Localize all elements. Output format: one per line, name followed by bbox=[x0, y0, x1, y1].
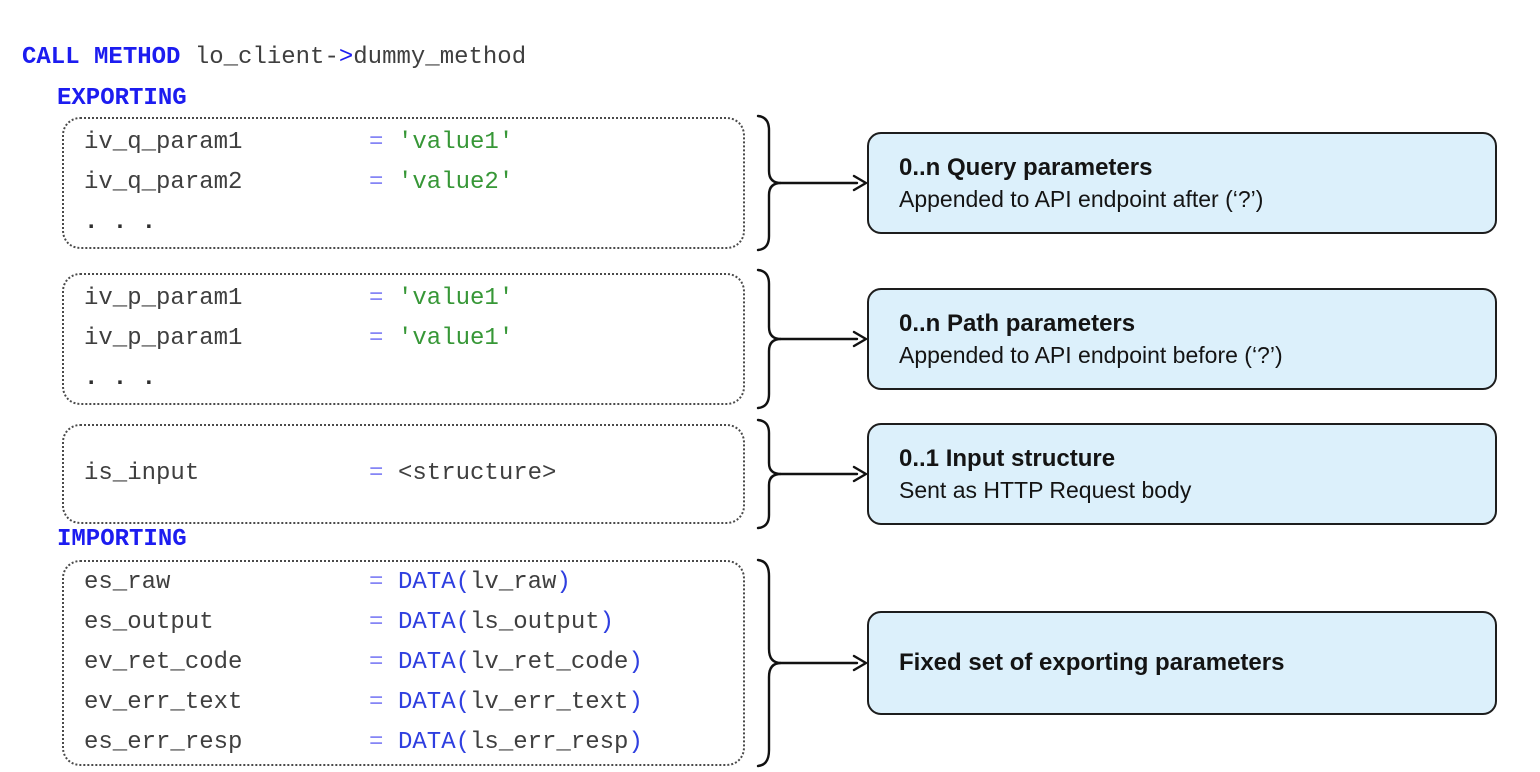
arrow-icon bbox=[852, 465, 867, 483]
input-structure-row: is_input = <structure> 0..1 Input structur… bbox=[62, 416, 1497, 532]
code-line: iv_p_param1 = 'value1' bbox=[84, 319, 743, 359]
importing-label: IMPORTING bbox=[57, 526, 187, 553]
ellipsis-line: . . . bbox=[84, 365, 157, 392]
importing-parameters-code-box: es_raw=DATA(lv_raw) es_output=DATA(ls_ou… bbox=[62, 560, 745, 766]
equals-operator: = bbox=[369, 325, 384, 352]
inline-variable: ls_output bbox=[470, 609, 600, 636]
brace-arrow-connector bbox=[756, 114, 867, 252]
param-value: <structure> bbox=[398, 460, 557, 487]
code-line: es_raw = DATA(lv_raw) bbox=[84, 563, 743, 603]
param-name: ev_err_text bbox=[84, 689, 243, 716]
data-keyword: DATA( bbox=[398, 729, 471, 756]
input-structure-callout: 0..1 Input structure Sent as HTTP Reques… bbox=[867, 423, 1497, 525]
code-line: iv_q_param1 = 'value1' bbox=[84, 123, 743, 163]
code-line: iv_p_param1 = 'value1' bbox=[84, 279, 743, 319]
code-line: es_output = DATA(ls_output) bbox=[84, 603, 743, 643]
close-paren: ) bbox=[599, 609, 615, 636]
param-name: iv_p_param1 bbox=[84, 285, 243, 312]
equals-operator: = bbox=[369, 569, 384, 596]
close-paren: ) bbox=[628, 649, 643, 676]
importing-parameters-row: es_raw=DATA(lv_raw) es_output=DATA(ls_ou… bbox=[62, 556, 1497, 770]
brace-arrow-connector bbox=[756, 418, 867, 530]
equals-operator: = bbox=[369, 460, 384, 487]
equals-operator: = bbox=[369, 285, 384, 312]
call-method-name: dummy_method bbox=[353, 44, 527, 71]
callout-title: 0..1 Input structure bbox=[899, 444, 1116, 472]
brace-icon bbox=[756, 558, 782, 768]
arrow-icon bbox=[852, 330, 867, 348]
pointer-operator: > bbox=[338, 44, 354, 71]
equals-operator: = bbox=[369, 729, 384, 756]
equals-operator: = bbox=[369, 609, 384, 636]
code-line: ev_ret_code = DATA(lv_ret_code) bbox=[84, 643, 743, 683]
callout-subtitle: Appended to API endpoint after (‘?’) bbox=[899, 185, 1264, 212]
path-parameters-code-box: iv_p_param1 = 'value1' iv_p_param1 = 'value1… bbox=[62, 273, 745, 405]
brace-icon bbox=[756, 418, 782, 530]
query-parameters-callout: 0..n Query parameters Appended to API en… bbox=[867, 132, 1497, 234]
call-method-keyword: CALL METHOD bbox=[22, 44, 181, 71]
param-value: 'value1' bbox=[398, 285, 514, 312]
path-parameters-row: iv_p_param1 = 'value1' iv_p_param1 = 'value1… bbox=[62, 266, 1497, 412]
brace-arrow-connector bbox=[756, 268, 867, 410]
equals-operator: = bbox=[369, 169, 384, 196]
input-structure-code-box: is_input = <structure> bbox=[62, 424, 745, 524]
code-line: ev_err_text = DATA(lv_err_text) bbox=[84, 683, 743, 723]
data-keyword: DATA( bbox=[398, 609, 471, 636]
equals-operator: = bbox=[369, 689, 384, 716]
inline-variable: lv_ret_code bbox=[470, 649, 629, 676]
close-paren: ) bbox=[628, 729, 643, 756]
param-name: is_input bbox=[84, 460, 200, 487]
callout-title: Fixed set of exporting parameters bbox=[899, 649, 1285, 677]
arrow-icon bbox=[852, 654, 867, 672]
brace-icon bbox=[756, 268, 782, 410]
callout-title: 0..n Query parameters bbox=[899, 153, 1153, 181]
callout-title: 0..n Path parameters bbox=[899, 309, 1136, 337]
ellipsis-line: . . . bbox=[84, 209, 157, 236]
arrow-icon bbox=[852, 174, 867, 192]
inline-variable: ls_err_resp bbox=[470, 729, 629, 756]
param-name: iv_q_param1 bbox=[84, 129, 243, 156]
importing-parameters-callout: Fixed set of exporting parameters bbox=[867, 611, 1497, 715]
call-method-line: CALL METHOD lo_client->dummy_method bbox=[22, 44, 526, 71]
close-paren: ) bbox=[556, 569, 571, 596]
equals-operator: = bbox=[369, 129, 384, 156]
param-name: iv_q_param2 bbox=[84, 169, 243, 196]
param-value: 'value2' bbox=[398, 169, 514, 196]
code-line: iv_q_param2 = 'value2' bbox=[84, 163, 743, 203]
call-object: lo_client- bbox=[180, 44, 339, 71]
param-name: es_err_resp bbox=[84, 729, 243, 756]
inline-variable: lv_raw bbox=[470, 569, 557, 596]
query-parameters-code-box: iv_q_param1 = 'value1' iv_q_param2 = 'value2… bbox=[62, 117, 745, 249]
callout-subtitle: Sent as HTTP Request body bbox=[899, 476, 1192, 503]
brace-icon bbox=[756, 114, 782, 252]
callout-subtitle: Appended to API endpoint before (‘?’) bbox=[899, 341, 1283, 368]
param-name: ev_ret_code bbox=[84, 649, 243, 676]
code-line: is_input = <structure> bbox=[84, 454, 743, 494]
data-keyword: DATA( bbox=[398, 649, 471, 676]
data-keyword: DATA( bbox=[398, 569, 471, 596]
code-line: es_err_resp = DATA(ls_err_resp) bbox=[84, 723, 743, 763]
param-name: es_output bbox=[84, 609, 214, 636]
close-paren: ) bbox=[628, 689, 643, 716]
inline-variable: lv_err_text bbox=[470, 689, 629, 716]
equals-operator: = bbox=[369, 649, 384, 676]
param-name: iv_p_param1 bbox=[84, 325, 243, 352]
brace-arrow-connector bbox=[756, 558, 867, 768]
path-parameters-callout: 0..n Path parameters Appended to API end… bbox=[867, 288, 1497, 390]
exporting-label: EXPORTING bbox=[57, 85, 187, 112]
param-value: 'value1' bbox=[398, 129, 514, 156]
query-parameters-row: iv_q_param1 = 'value1' iv_q_param2 = 'value2… bbox=[62, 112, 1497, 254]
param-value: 'value1' bbox=[398, 325, 514, 352]
param-name: es_raw bbox=[84, 569, 171, 596]
data-keyword: DATA( bbox=[398, 689, 471, 716]
